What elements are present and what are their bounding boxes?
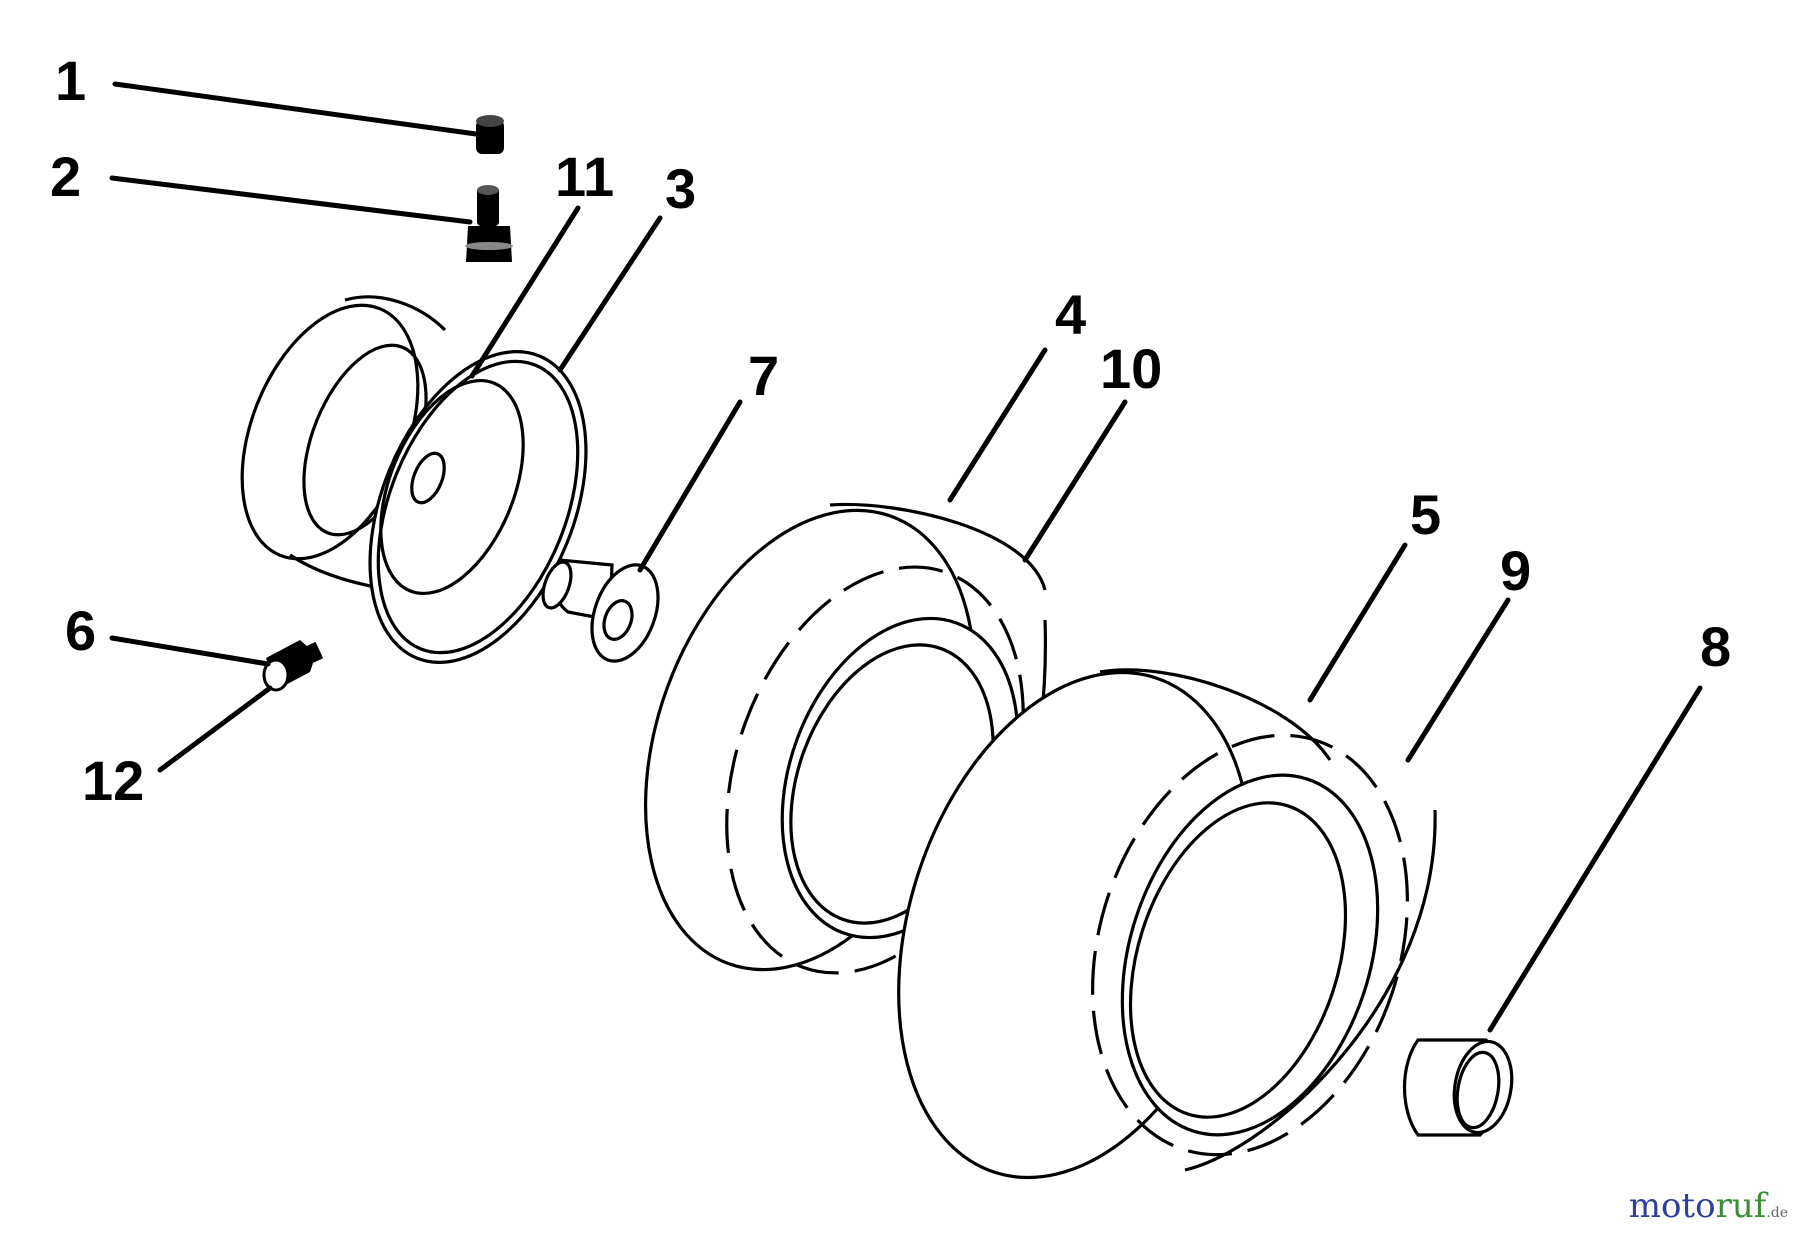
leader-1 xyxy=(112,81,479,137)
leader-3 xyxy=(557,215,663,373)
valve-cap-part xyxy=(476,115,504,154)
part-number-6: 6 xyxy=(65,599,96,662)
hub-bushing-part xyxy=(1403,1038,1514,1137)
flange-bearing-part xyxy=(541,558,660,663)
part-number-4: 4 xyxy=(1055,283,1086,346)
leader-2 xyxy=(109,175,473,225)
leader-10 xyxy=(1022,399,1128,563)
part-number-11: 11 xyxy=(555,145,614,208)
leader-7 xyxy=(637,399,743,573)
tire-rear-part xyxy=(897,668,1437,1180)
leader-8 xyxy=(1487,685,1703,1033)
wheel-rim-part xyxy=(240,295,588,664)
leader-11 xyxy=(469,205,581,379)
part-number-2: 2 xyxy=(50,145,81,208)
leader-5 xyxy=(1307,542,1408,703)
part-number-8: 8 xyxy=(1700,615,1731,678)
leader-12 xyxy=(157,685,273,773)
valve-stem-part xyxy=(465,185,513,262)
part-number-1: 1 xyxy=(55,49,86,112)
grease-fitting-part xyxy=(262,640,324,692)
part-number-7: 7 xyxy=(748,344,779,407)
leader-9 xyxy=(1405,597,1511,763)
leader-6 xyxy=(109,635,271,667)
leader-4 xyxy=(947,347,1048,503)
motoruf-watermark-logo: motoruf.de xyxy=(1628,1186,1788,1226)
part-number-12: 12 xyxy=(82,749,144,812)
part-number-10: 10 xyxy=(1100,337,1162,400)
part-number-5: 5 xyxy=(1410,483,1441,546)
part-number-3: 3 xyxy=(665,157,696,220)
part-number-9: 9 xyxy=(1500,539,1531,602)
